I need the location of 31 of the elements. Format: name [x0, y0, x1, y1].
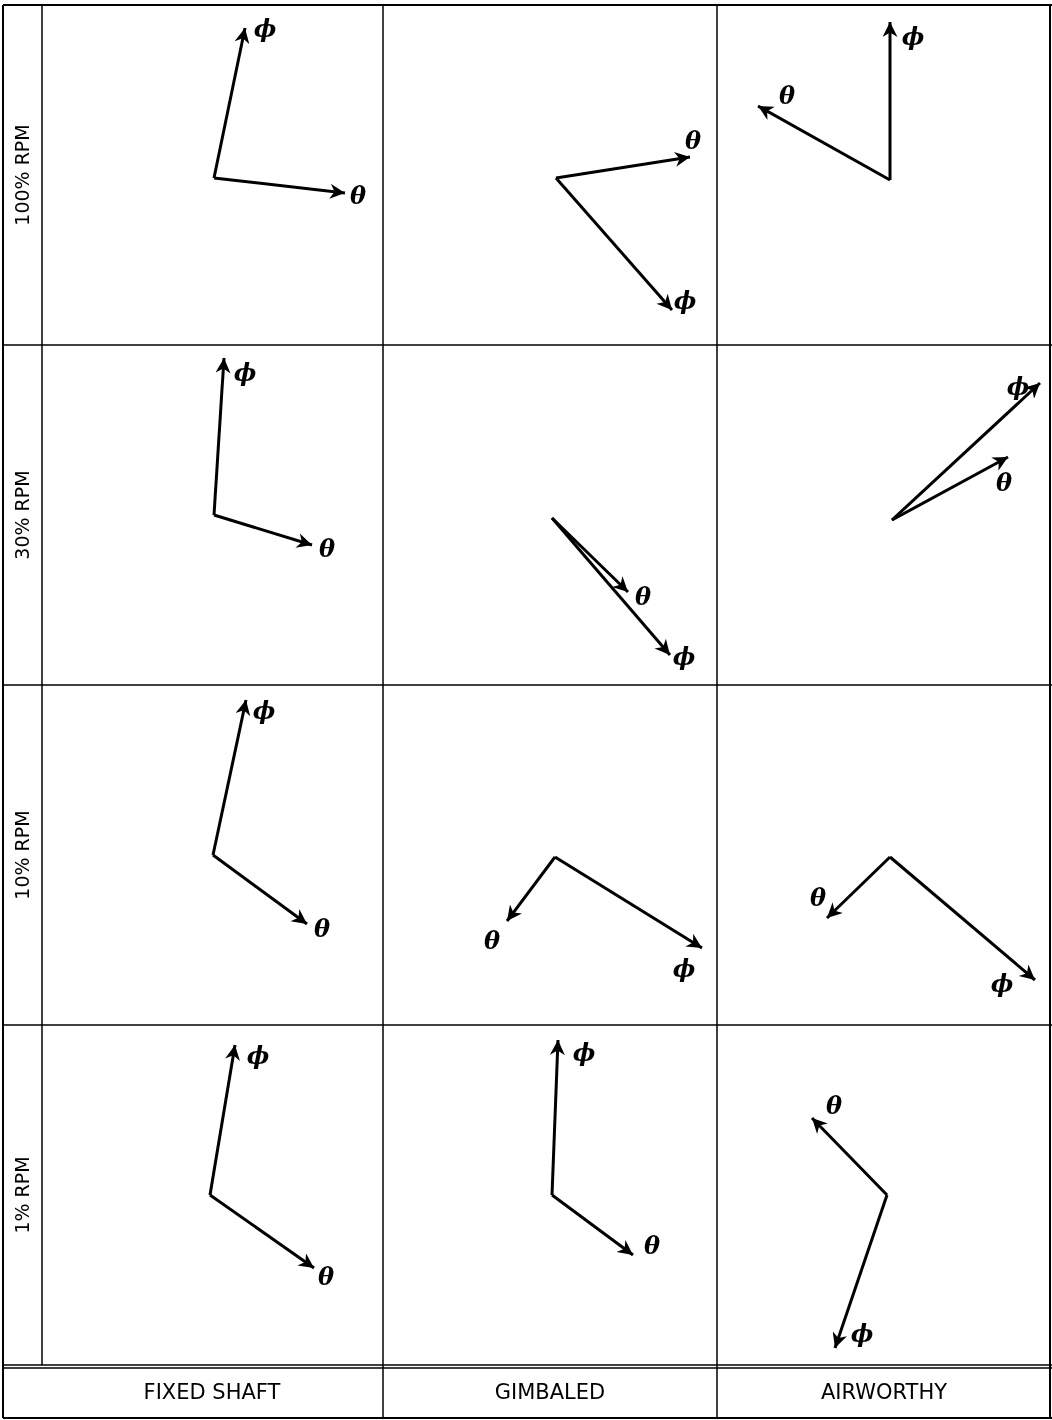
- vector-label: θ: [319, 533, 335, 563]
- vector-label: θ: [826, 1090, 842, 1120]
- vector-label: θ: [318, 1261, 334, 1291]
- vector-label: θ: [314, 913, 330, 943]
- vector-label: ϕ: [850, 1318, 874, 1348]
- vector-label: θ: [635, 581, 651, 611]
- vector-label: ϕ: [252, 695, 276, 725]
- vector-label: θ: [685, 125, 701, 155]
- vector-label: θ: [644, 1230, 660, 1260]
- vector-label: ϕ: [246, 1040, 270, 1070]
- column-label: FIXED SHAFT: [143, 1380, 281, 1404]
- vector-label: ϕ: [1006, 371, 1030, 401]
- vector-label: ϕ: [572, 1037, 596, 1067]
- vector-label: θ: [996, 467, 1012, 497]
- vector-label: θ: [810, 882, 826, 912]
- vector-label: θ: [350, 180, 366, 210]
- row-label: 10% RPM: [11, 810, 33, 900]
- vector-label: ϕ: [253, 13, 277, 43]
- vector-label: ϕ: [233, 357, 257, 387]
- row-label: 1% RPM: [11, 1156, 33, 1234]
- column-label: GIMBALED: [494, 1380, 606, 1404]
- vector-label: θ: [779, 80, 795, 110]
- vector-label: ϕ: [672, 641, 696, 671]
- vector-label: ϕ: [901, 21, 925, 51]
- column-label: AIRWORTHY: [820, 1380, 948, 1404]
- vector-label: ϕ: [990, 968, 1014, 998]
- row-label: 100% RPM: [11, 124, 33, 226]
- row-label: 30% RPM: [11, 470, 33, 560]
- vector-label: ϕ: [673, 285, 697, 315]
- vector-label: ϕ: [672, 953, 696, 983]
- vector-label: θ: [484, 925, 500, 955]
